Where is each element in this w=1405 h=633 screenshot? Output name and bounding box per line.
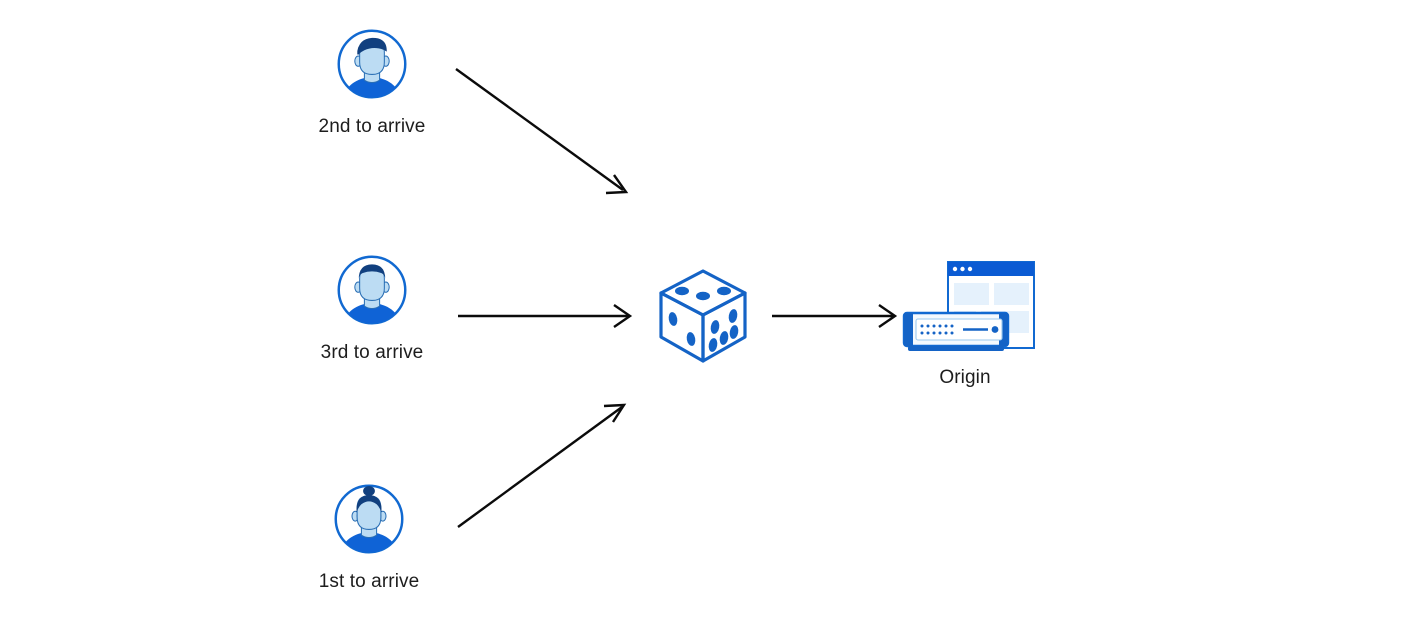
arrow-3rd-to-dice bbox=[458, 304, 633, 328]
node-randomizer bbox=[648, 265, 758, 374]
user-avatar-icon bbox=[334, 252, 410, 328]
node-label: 2nd to arrive bbox=[318, 116, 426, 137]
server-appliance-icon bbox=[902, 311, 1010, 351]
node-label: 1st to arrive bbox=[318, 571, 420, 592]
arrow-2nd-to-dice bbox=[455, 68, 629, 195]
user-avatar-icon bbox=[331, 481, 407, 557]
node-user-2nd: 2nd to arrive bbox=[287, 26, 457, 139]
dice-icon bbox=[653, 265, 753, 374]
arrow-1st-to-dice bbox=[457, 403, 627, 528]
node-label: 3rd to arrive bbox=[320, 342, 424, 363]
node-user-1st: 1st to arrive bbox=[284, 481, 454, 594]
origin-server-icon bbox=[900, 258, 1035, 353]
node-user-3rd: 3rd to arrive bbox=[287, 252, 457, 365]
node-label: Origin bbox=[939, 367, 991, 388]
node-origin: Origin bbox=[875, 258, 1055, 390]
user-avatar-icon bbox=[334, 26, 410, 102]
